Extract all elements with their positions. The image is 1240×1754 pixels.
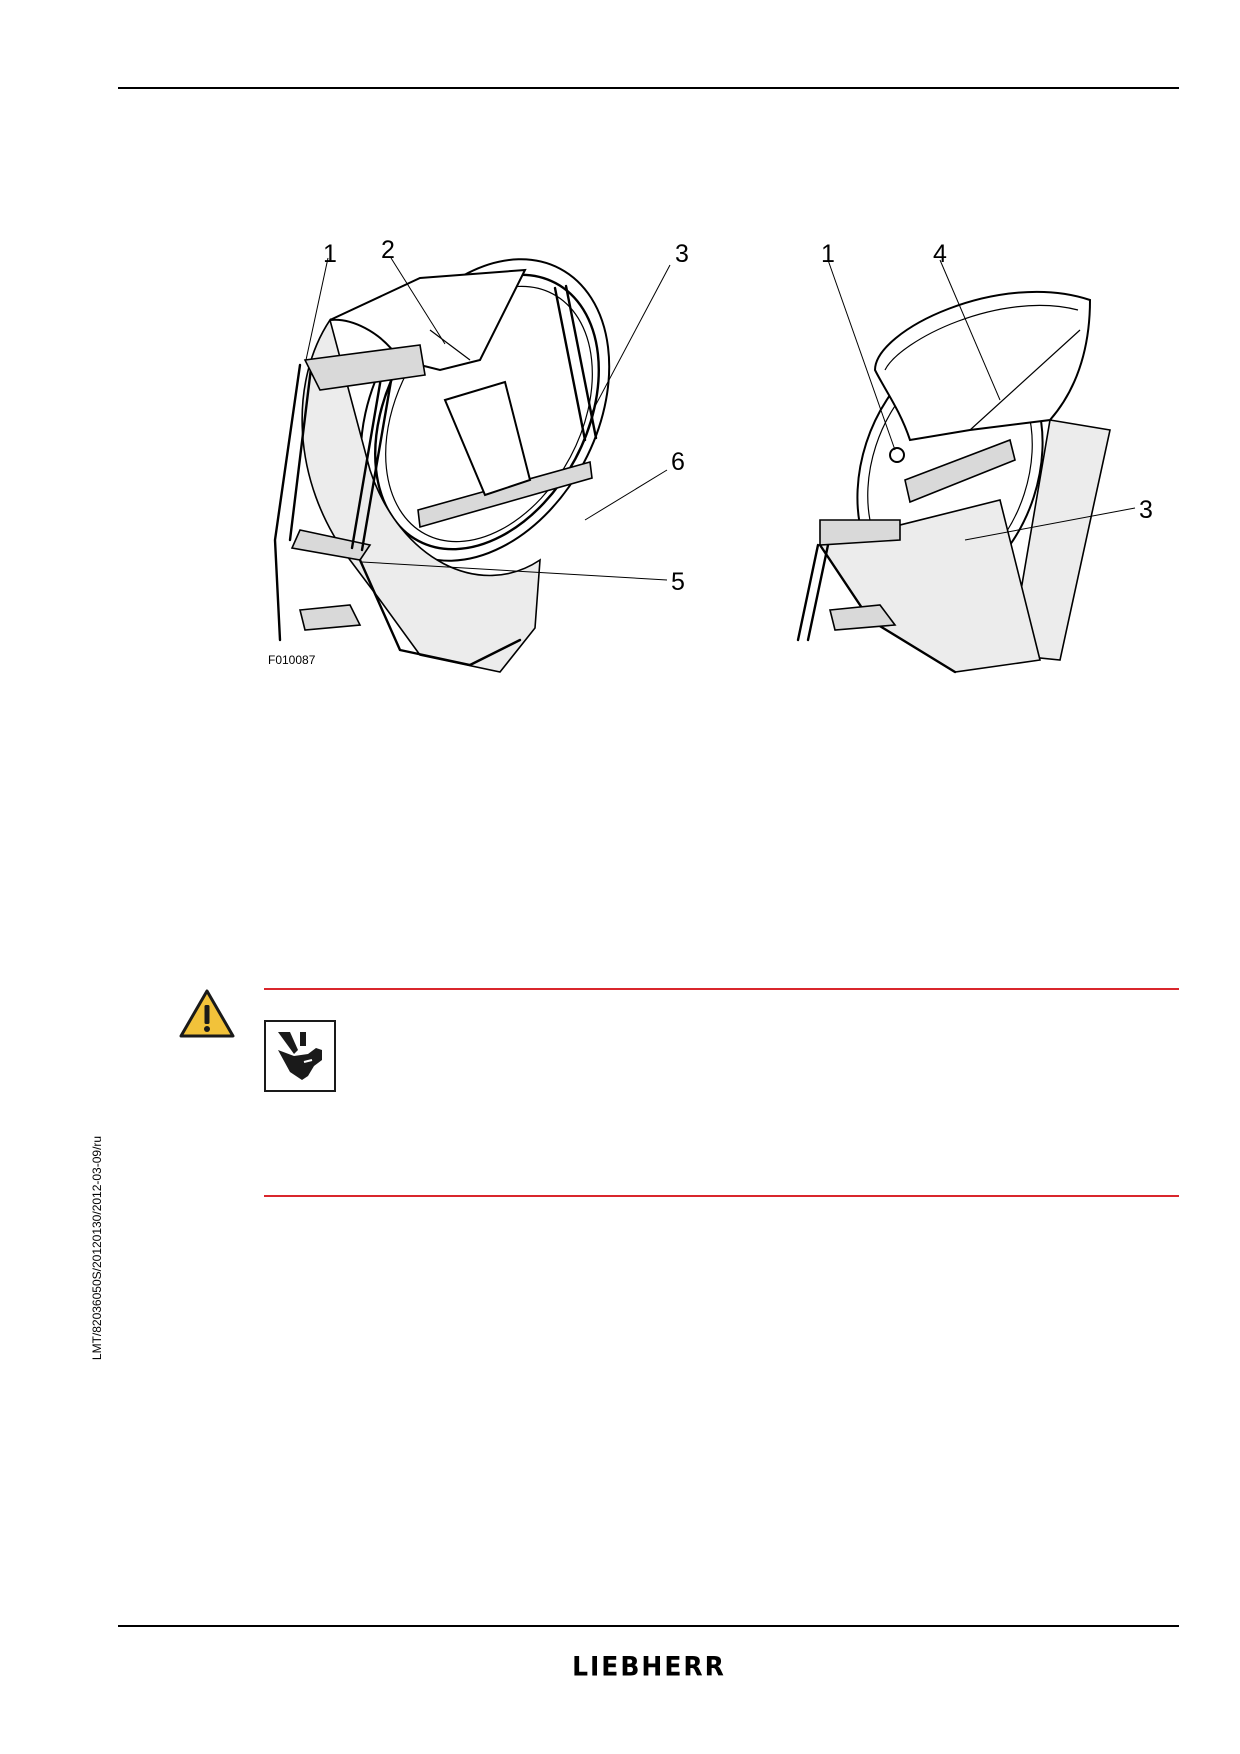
left-callout-3: 3 xyxy=(675,240,689,268)
left-view-leaders xyxy=(305,257,671,581)
right-callout-4: 4 xyxy=(933,240,947,268)
left-callout-1: 1 xyxy=(323,240,337,268)
right-callout-1: 1 xyxy=(821,240,835,268)
warning-bottom-rule xyxy=(264,1195,1179,1197)
header-rule xyxy=(118,87,1179,89)
right-callout-3: 3 xyxy=(1139,496,1153,524)
left-callout-5: 5 xyxy=(671,568,685,596)
document-reference-code: LMT/82036050S/20120130/2012-03-09/ru xyxy=(90,1135,104,1361)
hand-crush-hazard-icon xyxy=(264,1020,336,1092)
liebherr-logo: LIEBHERR xyxy=(572,1650,726,1683)
left-view-drawing xyxy=(273,258,611,673)
warning-triangle-icon xyxy=(179,989,235,1038)
left-callout-2: 2 xyxy=(381,236,395,264)
right-view-drawing xyxy=(796,290,1111,674)
left-callout-6: 6 xyxy=(671,448,685,476)
right-view-leaders xyxy=(827,259,1136,541)
footer-rule xyxy=(118,1625,1179,1627)
figure-code: F010087 xyxy=(268,653,316,667)
warning-top-rule xyxy=(264,988,1179,990)
mixer-drum-figure: 1 2 3 6 5 F010087 1 4 3 xyxy=(268,236,1153,674)
